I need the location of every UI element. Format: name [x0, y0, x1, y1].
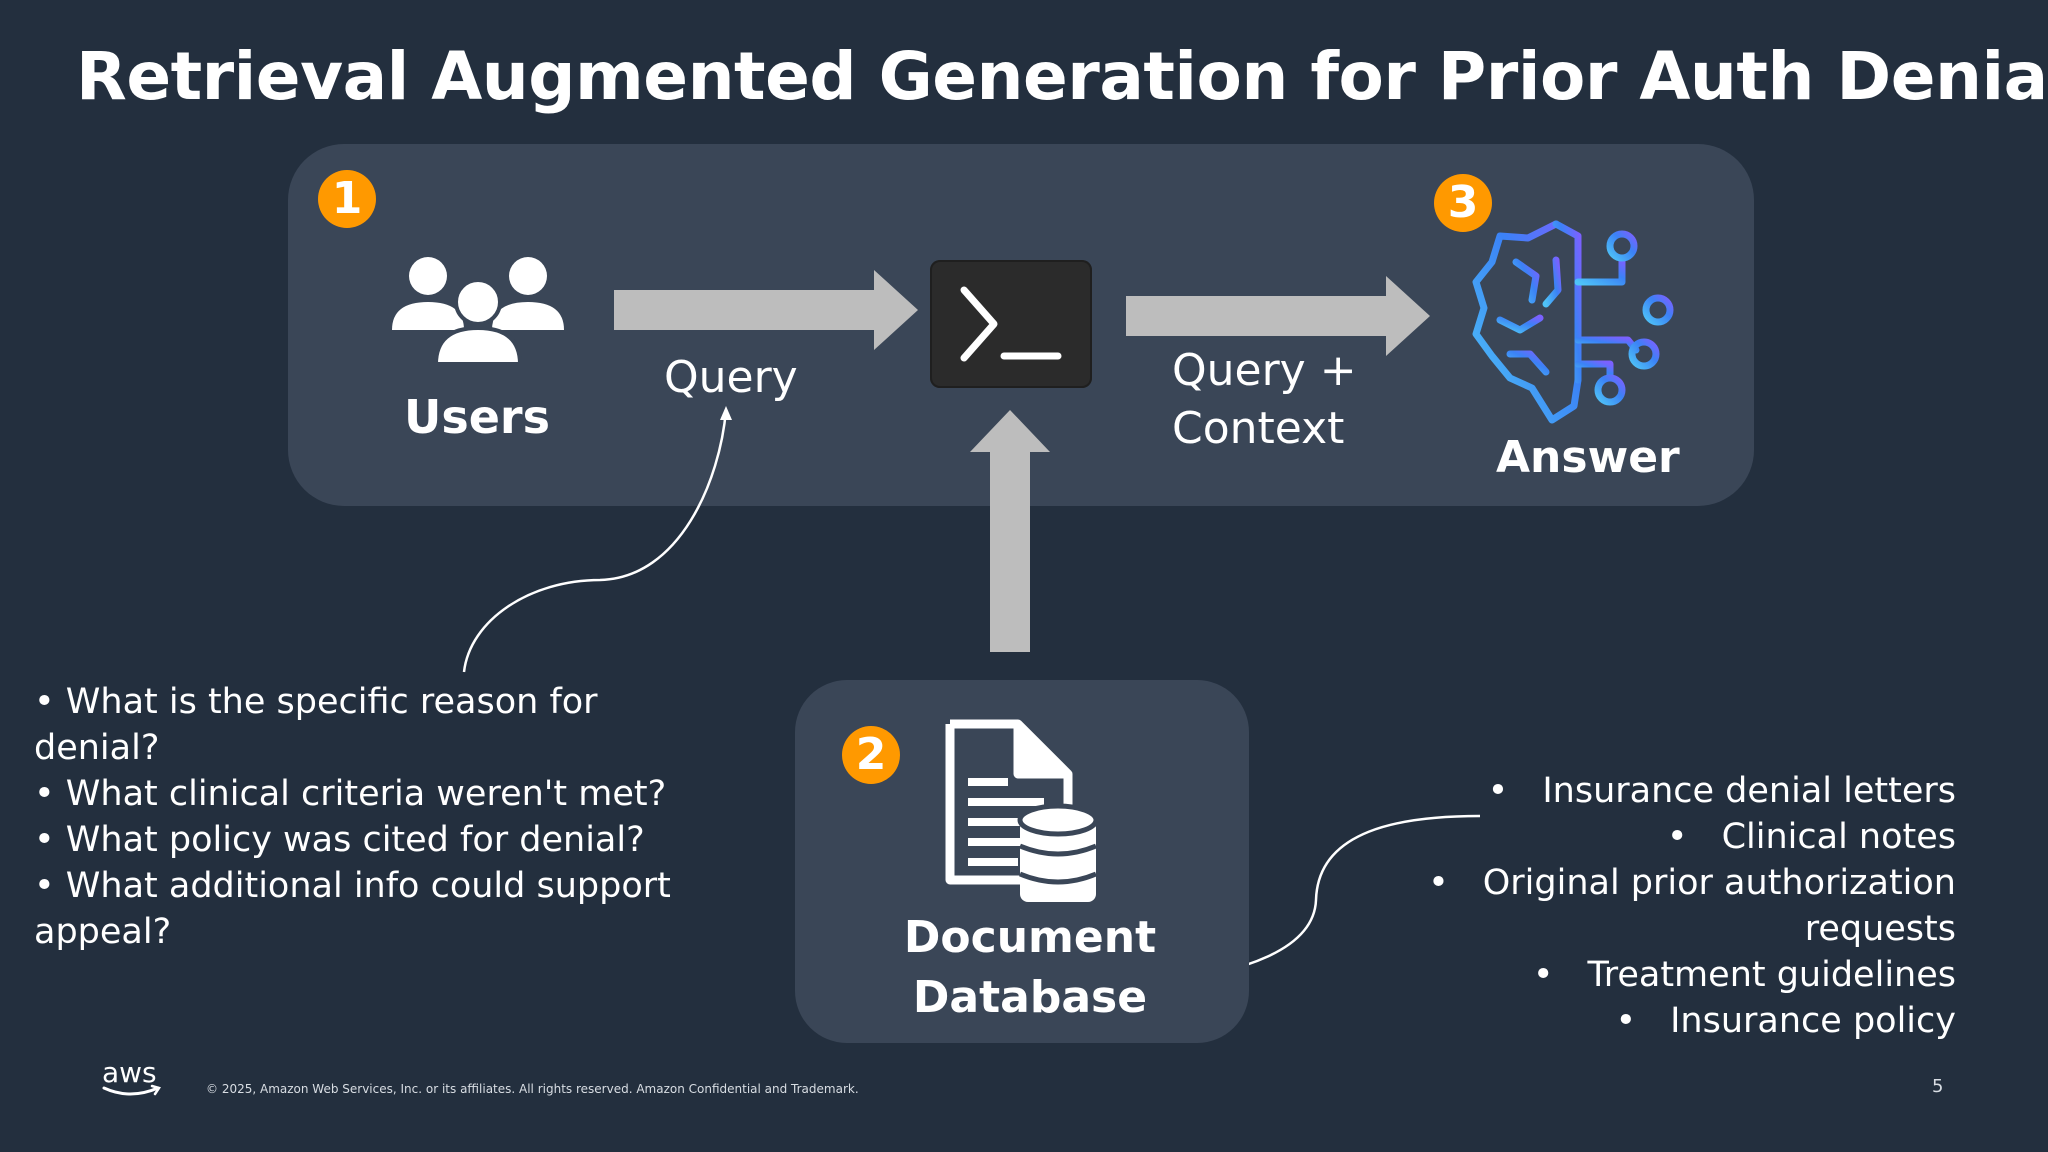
document-database-label: Document Database: [820, 908, 1240, 1028]
users-label: Users: [404, 390, 550, 444]
context-arrow: [1126, 276, 1430, 356]
step-1-badge: 1: [318, 170, 376, 228]
document-sources-list: •Insurance denial letters •Clinical note…: [1356, 768, 1956, 1044]
step-3-badge: 3: [1434, 174, 1492, 232]
query-label: Query: [664, 352, 798, 403]
query-context-label-line1: Query +: [1172, 345, 1357, 396]
list-item: • What clinical criteria weren't met?: [34, 774, 667, 814]
page-title: Retrieval Augmented Generation for Prior…: [76, 38, 2048, 115]
document-database-label-line1: Document: [903, 912, 1157, 963]
answer-label: Answer: [1496, 432, 1680, 483]
terminal-icon: [930, 260, 1092, 388]
list-item: • What policy was cited for denial?: [34, 820, 645, 860]
document-database-label-line2: Database: [912, 972, 1148, 1023]
aws-logo: aws: [100, 1056, 164, 1104]
list-item: •Original prior authorization requests: [1428, 863, 1956, 949]
list-item: • What is the specific reason for denial…: [34, 682, 598, 768]
page-number: 5: [1932, 1076, 1944, 1097]
query-callout-line: [462, 409, 728, 673]
step-2-badge: 2: [842, 726, 900, 784]
query-context-label: Query + Context: [1172, 342, 1357, 458]
query-context-label-line2: Context: [1172, 403, 1345, 454]
list-item: • What additional info could support app…: [34, 866, 671, 952]
svg-text:aws: aws: [102, 1056, 157, 1089]
copyright-notice: © 2025, Amazon Web Services, Inc. or its…: [206, 1082, 859, 1096]
list-item: •Insurance policy: [1615, 1001, 1956, 1041]
query-questions-list: • What is the specific reason for denial…: [34, 679, 734, 955]
list-item: •Clinical notes: [1666, 817, 1956, 857]
query-arrow: [614, 270, 918, 350]
list-item: •Treatment guidelines: [1532, 955, 1956, 995]
retrieval-arrow: [970, 410, 1050, 652]
list-item: •Insurance denial letters: [1487, 771, 1956, 811]
